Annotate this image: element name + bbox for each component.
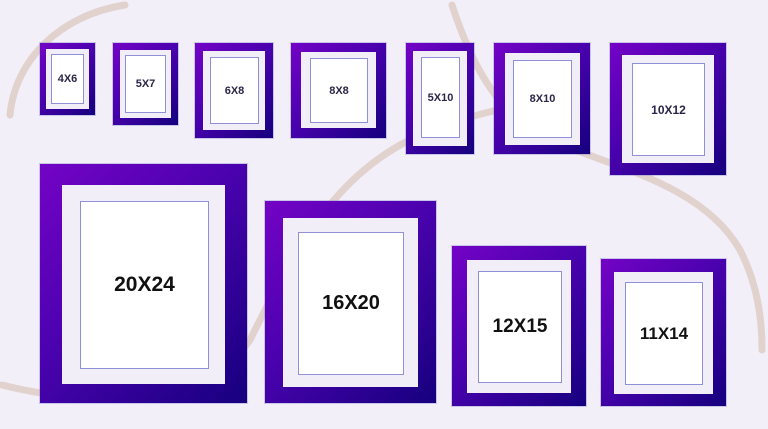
- photo-area: 11X14: [625, 282, 703, 385]
- frame-11x14[interactable]: 11X14: [601, 259, 726, 406]
- photo-area: 10X12: [632, 63, 705, 156]
- photo-area: 12X15: [478, 271, 562, 383]
- frame-5x10[interactable]: 5X10: [406, 43, 474, 154]
- photo-area: 5X10: [421, 57, 460, 138]
- frame-size-label: 5X7: [135, 78, 156, 90]
- frame-size-label: 8X10: [529, 93, 556, 105]
- frame-8x10[interactable]: 8X10: [494, 43, 590, 154]
- frame-size-label: 12X15: [492, 316, 548, 337]
- frame-size-label: 20X24: [114, 273, 175, 296]
- frame-6x8[interactable]: 6X8: [195, 43, 273, 138]
- photo-area: 8X10: [513, 60, 572, 138]
- frame-size-label: 10X12: [651, 102, 686, 117]
- photo-area: 8X8: [310, 58, 368, 123]
- frame-20x24[interactable]: 20X24: [40, 164, 247, 403]
- frame-size-label: 16X20: [322, 292, 380, 314]
- frame-size-label: 5X10: [427, 91, 454, 104]
- frame-12x15[interactable]: 12X15: [452, 246, 586, 406]
- photo-area: 6X8: [210, 57, 259, 124]
- frame-4x6[interactable]: 4X6: [40, 43, 95, 115]
- frame-size-label: 4X6: [57, 73, 78, 85]
- frame-size-label: 8X8: [329, 84, 349, 97]
- photo-area: 20X24: [80, 201, 209, 369]
- frame-10x12[interactable]: 10X12: [610, 43, 726, 175]
- frame-8x8[interactable]: 8X8: [291, 43, 386, 138]
- photo-area: 16X20: [298, 232, 404, 375]
- frame-5x7[interactable]: 5X7: [113, 43, 178, 125]
- frame-size-label: 6X8: [224, 84, 245, 97]
- frame-size-label: 11X14: [639, 323, 689, 343]
- frame-16x20[interactable]: 16X20: [265, 201, 436, 403]
- photo-area: 4X6: [51, 54, 84, 104]
- photo-area: 5X7: [125, 55, 166, 113]
